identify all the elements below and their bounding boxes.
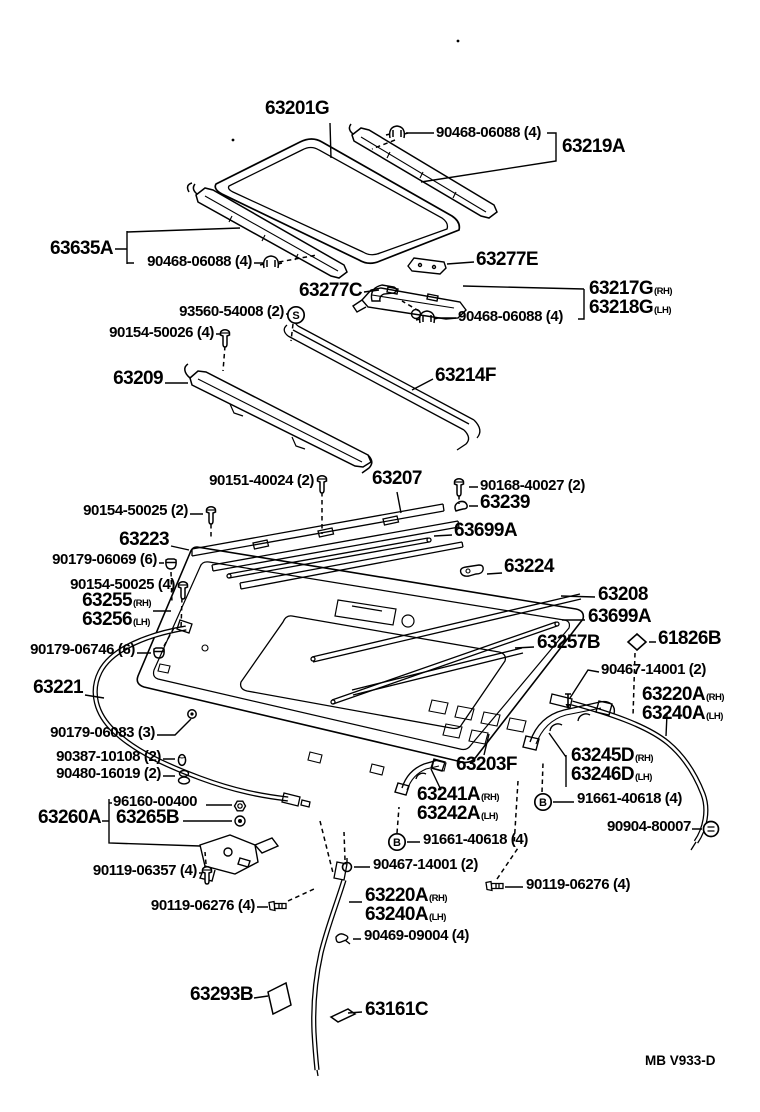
screw-icon (453, 478, 465, 497)
drain-hose-right-63220 (550, 694, 706, 850)
wind-deflector-63209 (185, 364, 372, 473)
drain-channel-63214 (284, 315, 480, 450)
screw-icon (219, 329, 231, 348)
screw-icon (316, 475, 328, 494)
circled-s-icon: S (286, 305, 306, 325)
spacer-icon (177, 753, 187, 767)
bolt-icon (268, 900, 287, 912)
grommet-icon (187, 709, 197, 719)
nut-icon (165, 558, 177, 570)
svg-text:S: S (292, 310, 299, 322)
drain-hose-bottom-63220 (314, 862, 347, 1076)
roof-glass-panel (215, 139, 459, 263)
bracket-63241 (395, 759, 445, 795)
sunroof-housing-frame (137, 547, 583, 775)
guide-rail-set-front-63207 (192, 504, 463, 589)
grommet-icon (234, 815, 246, 827)
screw-icon (205, 506, 217, 525)
screw-icon (177, 581, 189, 600)
drawing-code: MB V933-D (645, 1053, 716, 1068)
side-rail-right-63219 (349, 124, 497, 218)
screw-icon (201, 866, 213, 885)
clip-icon (259, 255, 283, 269)
guide-rail-set-rear-63208 (311, 594, 581, 704)
drain-hose-left-63221 (95, 620, 310, 807)
svg-text:B: B (539, 797, 547, 809)
trim-piece-63161 (331, 1009, 355, 1022)
bolt-icon (485, 880, 504, 892)
pad-icon (627, 633, 647, 651)
clip-icon (385, 125, 409, 139)
hook-icon (454, 500, 468, 512)
hose-clip-icon (335, 933, 351, 945)
lock-assembly-63260 (200, 835, 278, 881)
screw-grommet-icon (702, 820, 720, 838)
bracket-63245 (523, 701, 614, 750)
clip-icon (415, 310, 439, 324)
trim-piece-63293 (268, 983, 291, 1014)
header-brackets-and-drive-unit (353, 258, 466, 319)
speck-dot (456, 39, 460, 43)
svg-text:B: B (393, 837, 401, 849)
circled-b-icon: B (387, 832, 407, 852)
speck-dot (231, 138, 235, 142)
side-rail-left-63635 (188, 183, 347, 278)
leader-lines-dashed (164, 140, 635, 901)
fastener-icons: S B B (153, 39, 720, 945)
hex-nut-icon (233, 800, 247, 812)
circled-b-icon: B (533, 792, 553, 812)
bracket-icon (459, 564, 484, 577)
